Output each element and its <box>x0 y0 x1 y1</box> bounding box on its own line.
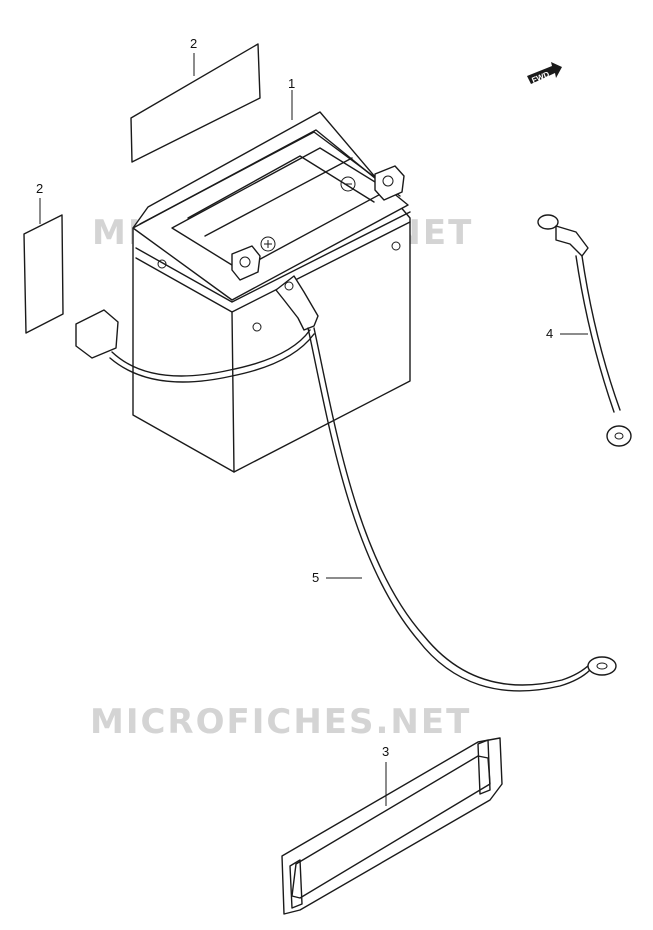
callout-label-side: 2 <box>36 181 43 196</box>
battery <box>75 111 411 473</box>
battery-band <box>281 737 503 915</box>
polarity-minus-icon <box>340 176 356 192</box>
callout-battery-band: 3 <box>382 744 389 759</box>
terminal-negative <box>374 165 405 201</box>
battery-label-top <box>130 43 261 163</box>
terminal-positive <box>231 245 261 281</box>
ground-wire <box>537 214 632 447</box>
fwd-badge-text: FWD <box>531 70 551 85</box>
callout-battery-cable: 5 <box>312 570 319 585</box>
polarity-plus-icon <box>260 236 276 252</box>
battery-cable <box>307 327 617 692</box>
callout-label-top: 2 <box>190 36 197 51</box>
fwd-arrow-icon: FWD <box>527 62 562 85</box>
watermark-lower: MICROFICHES.NET <box>90 702 471 742</box>
callout-battery: 1 <box>288 76 295 91</box>
vent-cap <box>75 309 315 383</box>
callout-ground-wire: 4 <box>546 326 553 341</box>
battery-label-side <box>23 198 64 334</box>
